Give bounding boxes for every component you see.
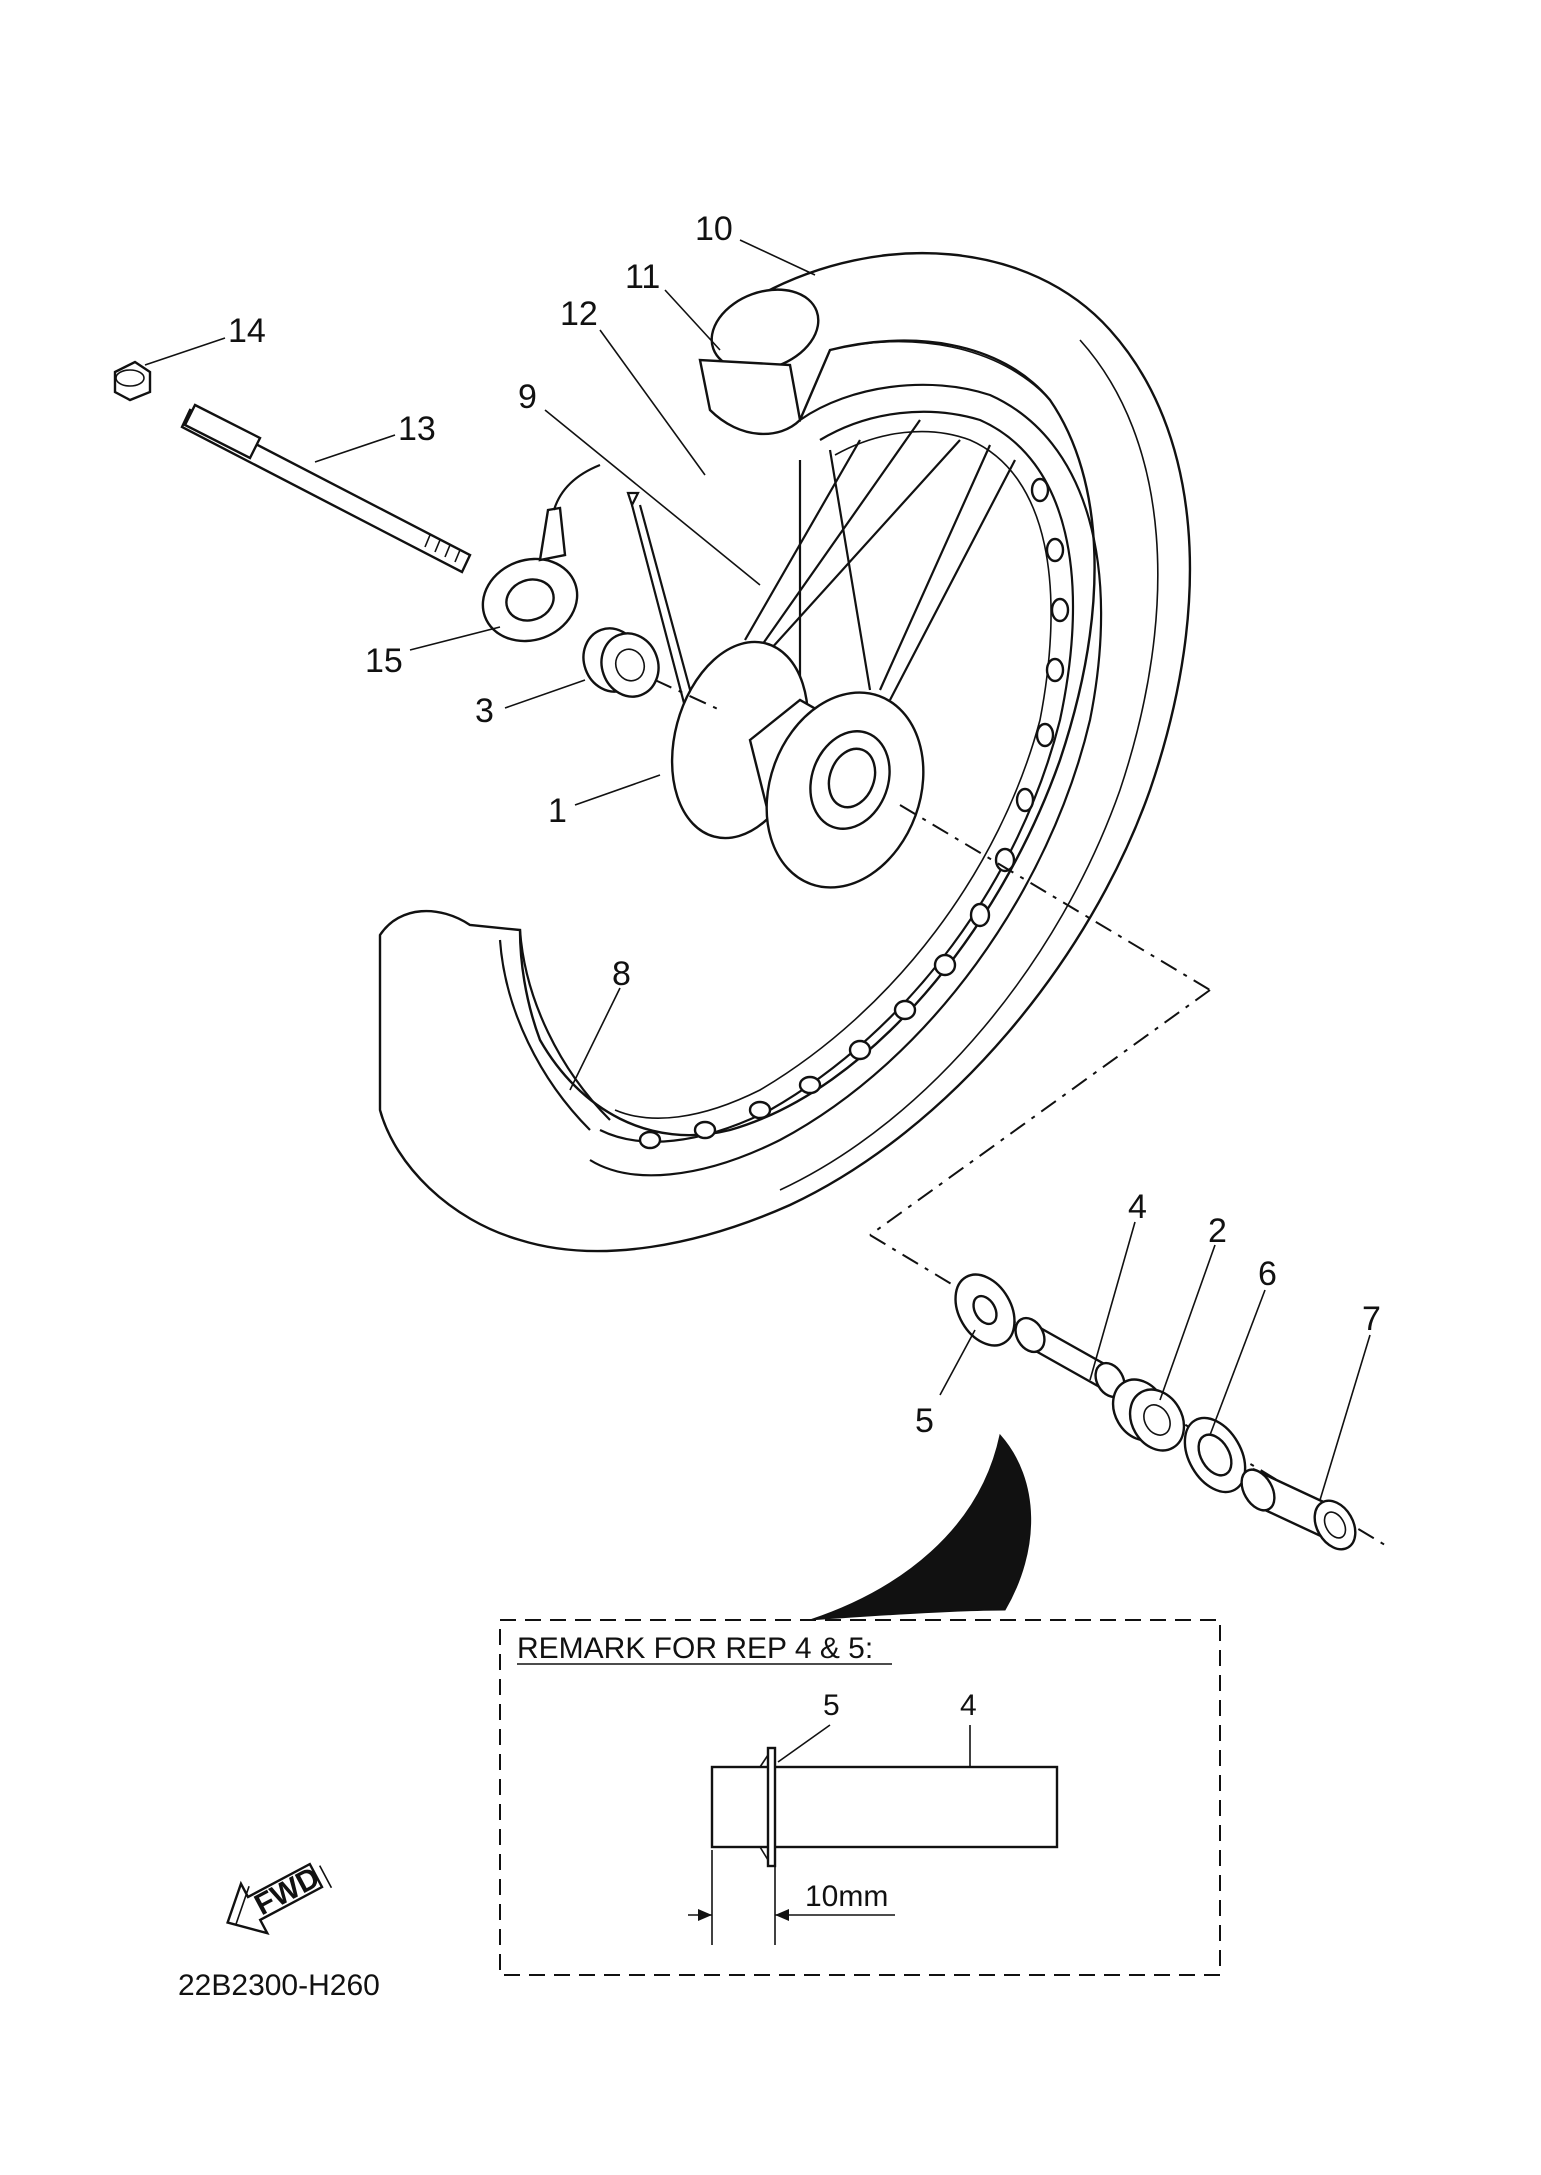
callout-14: 14 bbox=[228, 312, 266, 350]
callout-4: 4 bbox=[1128, 1188, 1147, 1226]
hub bbox=[670, 640, 925, 889]
leader-lines bbox=[144, 239, 1371, 1501]
remark-dimension: 10mm bbox=[805, 1880, 888, 1913]
axle-nut bbox=[113, 360, 152, 402]
remark-title: REMARK FOR REP 4 & 5: bbox=[517, 1632, 873, 1665]
callout-10: 10 bbox=[695, 210, 733, 248]
callout-2: 2 bbox=[1208, 1212, 1227, 1250]
spokes bbox=[626, 419, 1016, 746]
diagram-code: 22B2300-H260 bbox=[178, 1969, 380, 2002]
collar-7 bbox=[1240, 1467, 1357, 1551]
axle bbox=[180, 403, 472, 574]
callout-labels: 10 11 12 14 13 9 15 3 1 8 4 2 6 7 5 bbox=[228, 210, 1381, 1440]
remark-pointer bbox=[809, 1433, 1032, 1621]
spacer-4 bbox=[1014, 1316, 1126, 1399]
rim-spoke-holes bbox=[638, 477, 1070, 1150]
bearing-left bbox=[582, 627, 660, 698]
tire bbox=[378, 251, 1192, 1253]
speedometer-gear-unit bbox=[481, 463, 601, 643]
callout-15: 15 bbox=[365, 642, 403, 680]
callout-1: 1 bbox=[548, 792, 567, 830]
callout-9: 9 bbox=[518, 378, 537, 416]
rim bbox=[498, 383, 1103, 1177]
remark-label-4: 4 bbox=[960, 1689, 977, 1722]
fwd-arrow-icon: FWD bbox=[226, 1861, 333, 1936]
oil-seal-5 bbox=[954, 1273, 1016, 1347]
callout-13: 13 bbox=[398, 410, 436, 448]
callout-11: 11 bbox=[625, 258, 660, 296]
callout-12: 12 bbox=[560, 295, 598, 333]
callout-6: 6 bbox=[1258, 1255, 1277, 1293]
callout-3: 3 bbox=[475, 692, 494, 730]
fwd-label: FWD bbox=[249, 1861, 325, 1922]
oil-seal-6 bbox=[1183, 1416, 1247, 1494]
callout-5: 5 bbox=[915, 1402, 934, 1440]
callout-8: 8 bbox=[612, 955, 631, 993]
callout-7: 7 bbox=[1362, 1300, 1381, 1338]
remark-label-5: 5 bbox=[823, 1689, 840, 1722]
remark-box: REMARK FOR REP 4 & 5: 5 4 10mm bbox=[499, 1619, 1221, 1976]
